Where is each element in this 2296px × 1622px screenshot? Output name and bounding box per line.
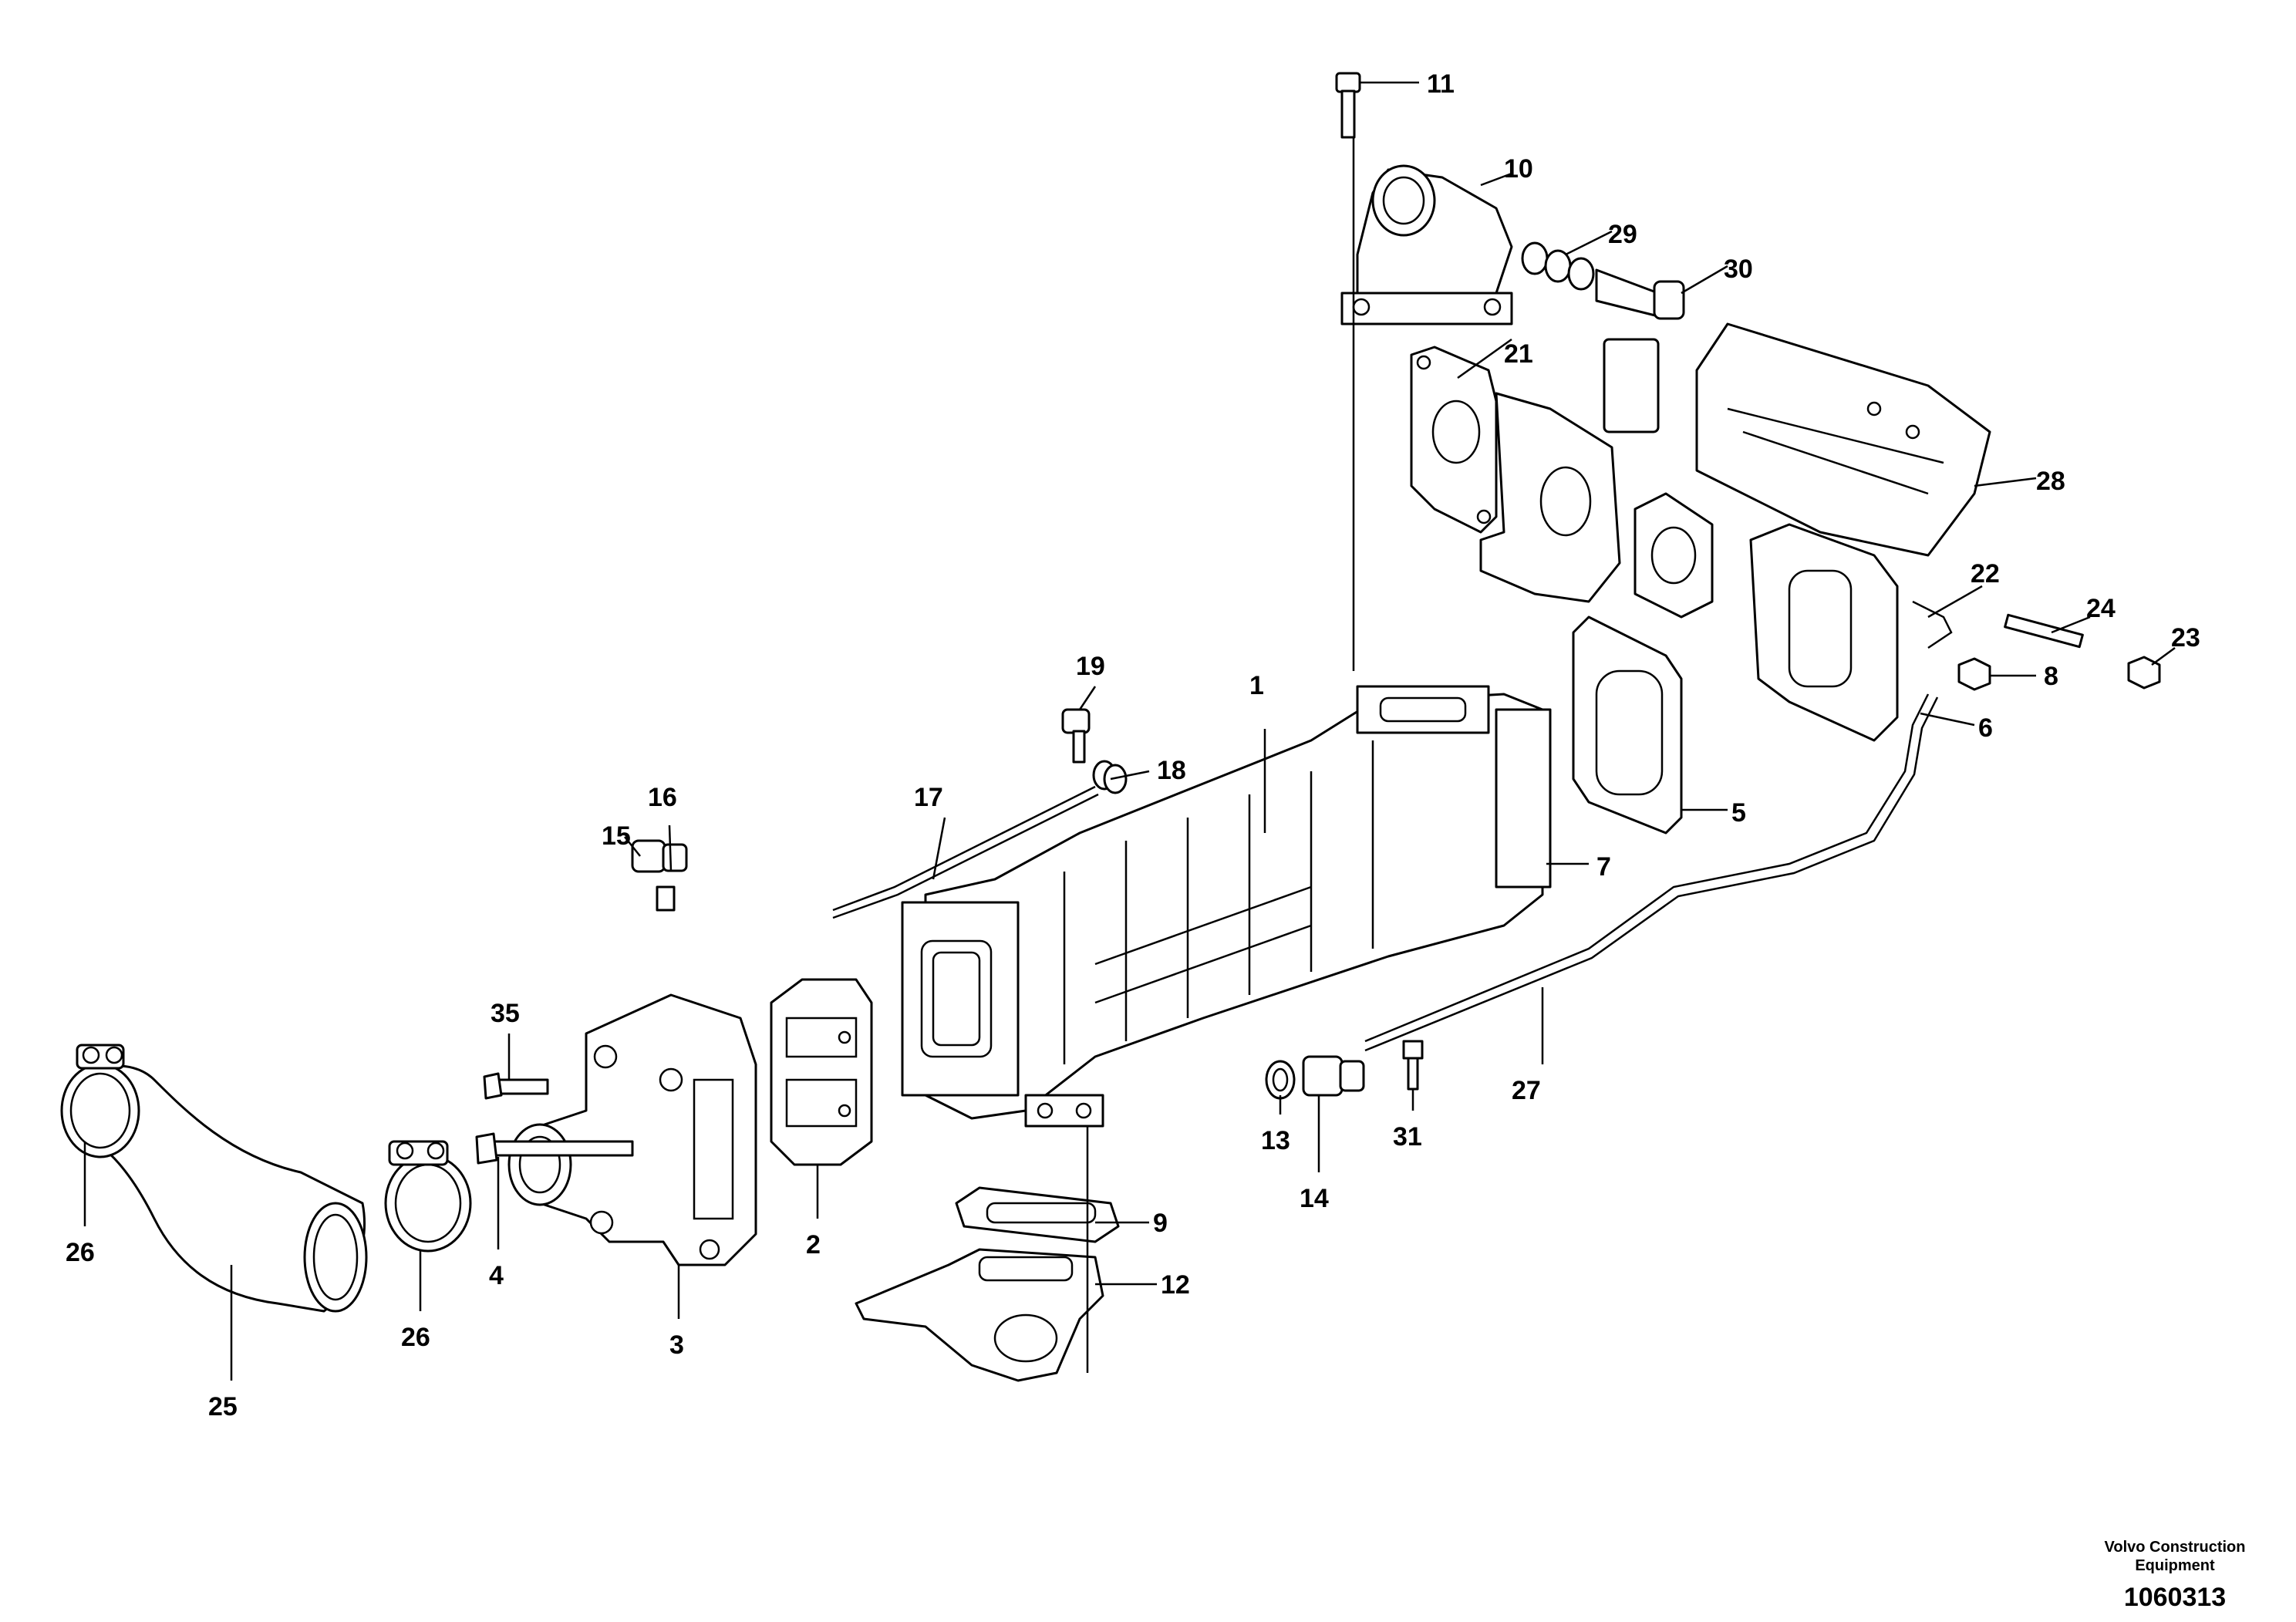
callout-35: 35 [491, 999, 520, 1028]
hose-part [68, 1064, 368, 1313]
hose-clamp-left [60, 1044, 140, 1158]
callout-30: 30 [1724, 255, 1753, 284]
brand-subtitle: Equipment [2135, 1557, 2215, 1574]
callout-10: 10 [1504, 154, 1533, 184]
callout-4: 4 [489, 1261, 504, 1290]
bracket-part-28 [1695, 322, 1991, 557]
bolt-part-4 [475, 1132, 634, 1165]
callout-26-left: 26 [66, 1238, 95, 1267]
callout-31: 31 [1393, 1122, 1422, 1152]
coolant-elbow-part [1340, 164, 1513, 325]
nut-part-8 [1957, 657, 1991, 691]
callout-16: 16 [648, 783, 677, 812]
bolt-part-11 [1335, 72, 1361, 139]
callout-21: 21 [1504, 339, 1533, 369]
callout-11: 11 [1427, 69, 1455, 99]
callout-15: 15 [602, 821, 631, 851]
callout-8: 8 [2044, 662, 2058, 691]
valve-part [770, 978, 873, 1166]
callout-27: 27 [1512, 1076, 1541, 1105]
callout-9: 9 [1153, 1209, 1168, 1238]
leader-lines [83, 81, 2176, 1381]
callout-2: 2 [806, 1230, 821, 1259]
callout-6: 6 [1978, 713, 1993, 743]
callout-23: 23 [2171, 623, 2200, 653]
callout-labels: 11 10 29 30 21 28 22 24 23 8 6 5 7 1 19 … [66, 69, 2200, 1421]
callout-24: 24 [2086, 594, 2116, 623]
callout-19: 19 [1076, 652, 1105, 681]
banjo-fitting-part [631, 839, 688, 912]
inlet-elbow-part [855, 1248, 1104, 1382]
bolt-part-35 [483, 1072, 549, 1100]
flange-part [1749, 523, 1899, 742]
plug-part-30 [1595, 268, 1685, 320]
callout-1: 1 [1249, 671, 1264, 700]
egr-valve-body-part [1479, 338, 1714, 619]
hose-clamp-right [384, 1140, 472, 1253]
egr-pipe-part-27 [1364, 693, 1939, 1052]
brand-name: Volvo Construction [2105, 1539, 2246, 1556]
outlet-housing-part [507, 993, 757, 1266]
egr-cooler-part [901, 685, 1552, 1128]
callout-13: 13 [1261, 1126, 1290, 1155]
callout-5: 5 [1731, 798, 1746, 828]
callout-28: 28 [2036, 467, 2065, 496]
stud-part-24 [2004, 613, 2084, 649]
bolt-part-31 [1402, 1040, 1424, 1091]
drawing-number: 1060313 [2124, 1583, 2226, 1612]
gasket-part-9 [955, 1186, 1120, 1243]
callout-26-right: 26 [401, 1323, 430, 1352]
title-block: Volvo Construction Equipment 1060313 [2105, 1539, 2246, 1612]
callout-18: 18 [1157, 756, 1186, 785]
sensor-pipe-part-22 [1912, 600, 1953, 649]
gasket-part-21 [1410, 346, 1498, 534]
callout-3: 3 [669, 1330, 684, 1360]
callout-12: 12 [1161, 1270, 1190, 1300]
egr-pipe-part-17 [832, 785, 1099, 919]
callout-7: 7 [1596, 852, 1611, 882]
seal-rings-part-29 [1521, 241, 1595, 291]
callout-17: 17 [914, 783, 943, 812]
union-fitting-part-13 [1265, 1060, 1296, 1100]
callout-14: 14 [1300, 1184, 1329, 1213]
callout-22: 22 [1971, 559, 2000, 588]
callout-25: 25 [208, 1392, 238, 1421]
callout-29: 29 [1608, 220, 1637, 249]
gasket-part-5 [1572, 615, 1683, 835]
union-fitting-part-14 [1302, 1055, 1365, 1097]
banjo-bolt-part-19 [1061, 708, 1091, 764]
